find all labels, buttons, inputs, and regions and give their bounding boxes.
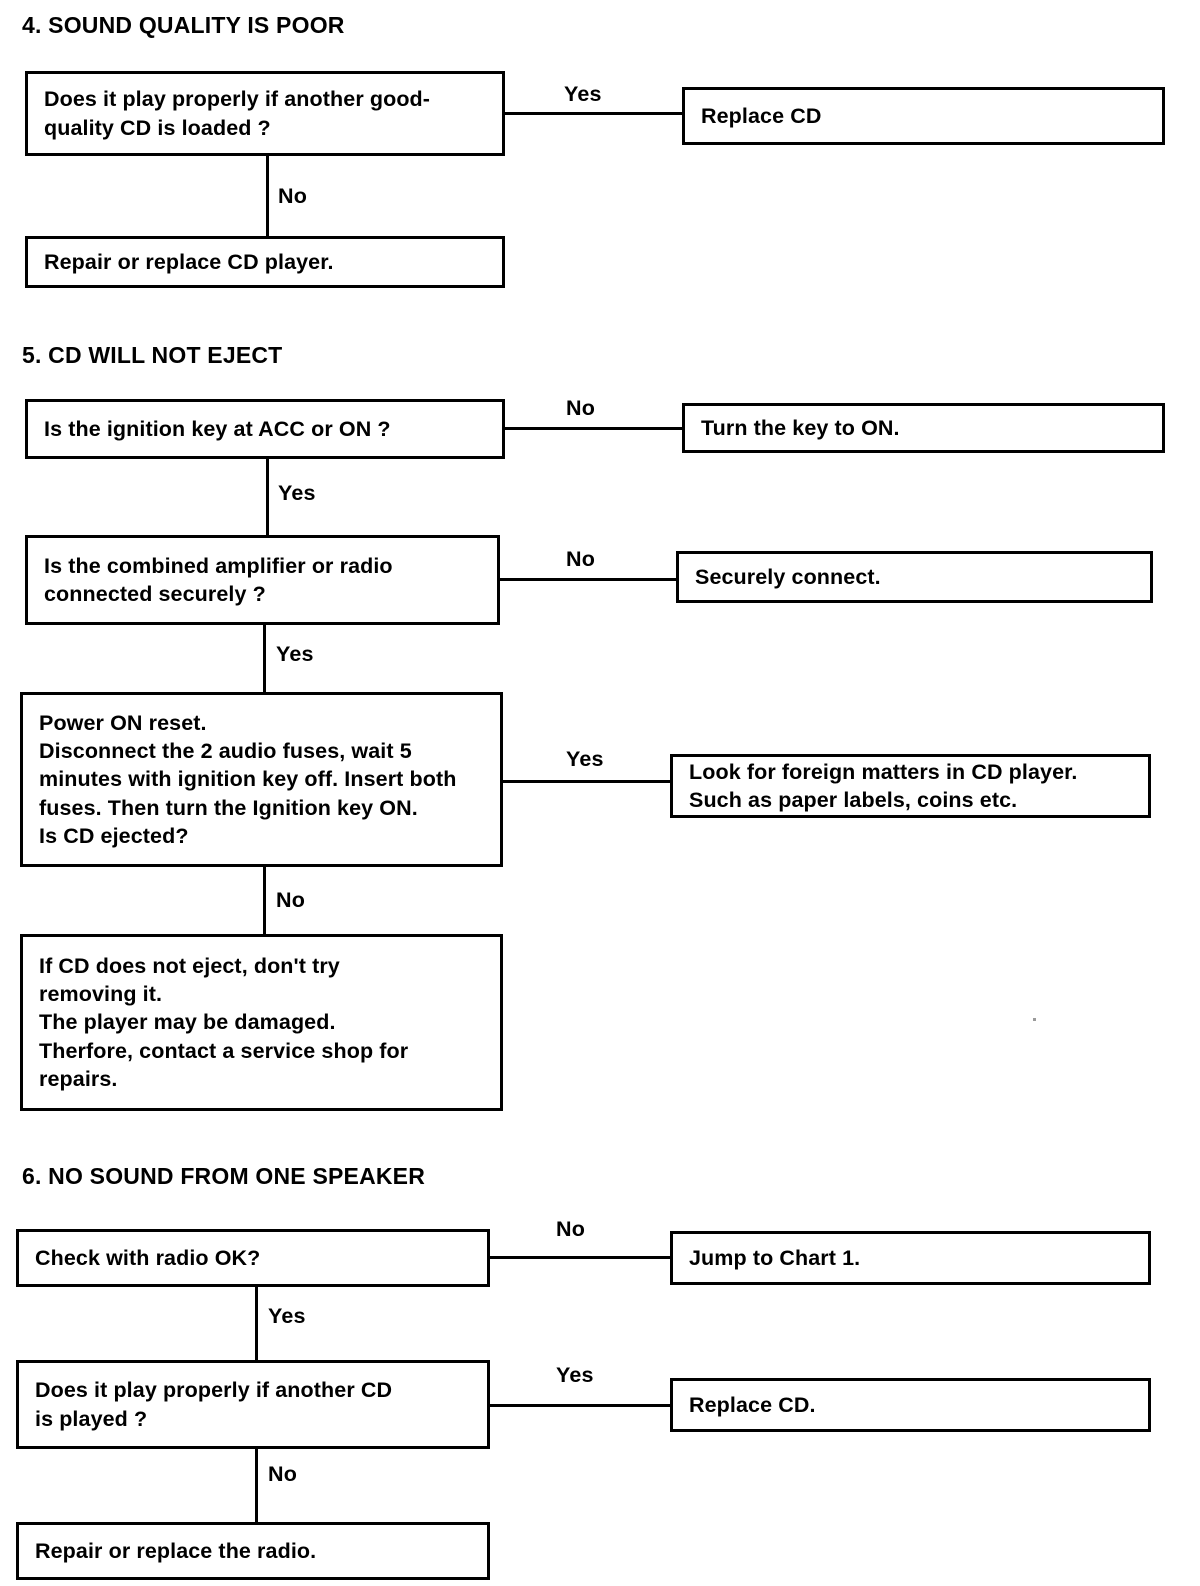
decision-box-check-with-radio: Check with radio OK?	[16, 1229, 490, 1287]
section-title-chart-4: 4. SOUND QUALITY IS POOR	[22, 12, 345, 38]
action-box-text: Turn the key to ON.	[701, 415, 900, 440]
edge-label-chart5-q2-no: No	[566, 547, 596, 571]
connector-chart6-q2-no	[255, 1449, 258, 1522]
action-line-1: If CD does not eject, don't try	[39, 953, 340, 978]
action-line-1: Look for foreign matters in CD player.	[689, 759, 1078, 784]
decision-line-2: is played ?	[35, 1406, 148, 1431]
decision-box-text: Check with radio OK?	[35, 1245, 261, 1270]
action-line-5: repairs.	[39, 1067, 118, 1092]
section-title-chart-6: 6. NO SOUND FROM ONE SPEAKER	[22, 1163, 426, 1189]
decision-box-power-on-reset: Power ON reset. Disconnect the 2 audio f…	[20, 692, 503, 867]
action-box-securely-connect: Securely connect.	[676, 551, 1153, 603]
edge-label-chart5-q3-no: No	[276, 888, 306, 912]
connector-chart5-q2-no	[500, 578, 682, 581]
connector-chart5-q3-no	[263, 867, 266, 935]
action-box-turn-key-on: Turn the key to ON.	[682, 403, 1165, 453]
connector-chart5-q1-no	[505, 427, 682, 430]
connector-chart6-q1-no	[490, 1256, 670, 1259]
edge-label-chart5-q2-yes: Yes	[276, 642, 314, 666]
edge-label-chart5-q1-yes: Yes	[278, 481, 316, 505]
action-line-3: The player may be damaged.	[39, 1010, 336, 1035]
decision-line-3: minutes with ignition key off. Insert bo…	[39, 767, 457, 792]
decision-line-1: Power ON reset.	[39, 710, 207, 735]
action-box-replace-cd-chart4: Replace CD	[682, 87, 1165, 145]
decision-line-1: Is the combined amplifier or radio	[44, 553, 393, 578]
action-line-2: Such as paper labels, coins etc.	[689, 788, 1018, 812]
scan-artifact-speck	[1033, 1018, 1036, 1021]
decision-line-5: Is CD ejected?	[39, 824, 189, 849]
action-box-jump-to-chart-1: Jump to Chart 1.	[670, 1231, 1151, 1285]
action-box-text: Jump to Chart 1.	[689, 1245, 861, 1270]
decision-box-amplifier-radio-connected: Is the combined amplifier or radio conne…	[25, 535, 500, 625]
decision-box-text: Does it play properly if another good- q…	[28, 85, 430, 142]
connector-chart6-q2-yes	[490, 1404, 670, 1407]
decision-line-2: Disconnect the 2 audio fuses, wait 5	[39, 738, 412, 763]
decision-line-1: Does it play properly if another CD	[35, 1378, 393, 1403]
decision-box-text: Power ON reset. Disconnect the 2 audio f…	[23, 709, 456, 851]
connector-chart4-q1-no	[266, 156, 269, 236]
edge-label-chart5-q1-no: No	[566, 396, 596, 420]
connector-chart5-q3-yes	[503, 780, 673, 783]
action-box-text: Securely connect.	[695, 564, 881, 589]
decision-line-1: Does it play properly if another good-	[44, 87, 431, 112]
action-box-text: If CD does not eject, don't try removing…	[23, 952, 408, 1094]
decision-box-ignition-key-acc-on: Is the ignition key at ACC or ON ?	[25, 399, 505, 459]
decision-line-2: quality CD is loaded ?	[44, 115, 271, 140]
action-box-text: Repair or replace the radio.	[35, 1538, 317, 1563]
action-line-2: removing it.	[39, 981, 163, 1006]
section-title-chart-5: 5. CD WILL NOT EJECT	[22, 342, 283, 368]
action-box-text: Replace CD	[701, 103, 822, 128]
connector-chart5-q2-yes	[263, 625, 266, 692]
edge-label-chart6-q1-no: No	[556, 1217, 586, 1241]
decision-box-sound-quality-another-cd: Does it play properly if another good- q…	[25, 71, 505, 156]
action-box-text: Repair or replace CD player.	[44, 249, 334, 274]
decision-box-text: Is the combined amplifier or radio conne…	[28, 552, 393, 609]
connector-chart5-q1-yes	[266, 459, 269, 541]
action-box-repair-replace-cd-player: Repair or replace CD player.	[25, 236, 505, 288]
edge-label-chart6-q2-no: No	[268, 1462, 298, 1486]
decision-box-text: Is the ignition key at ACC or ON ?	[44, 416, 391, 441]
connector-chart4-q1-yes	[505, 112, 682, 115]
action-box-repair-replace-radio: Repair or replace the radio.	[16, 1522, 490, 1580]
connector-chart6-q1-yes	[255, 1287, 258, 1367]
edge-label-chart4-q1-yes: Yes	[564, 82, 602, 106]
action-box-replace-cd-chart6: Replace CD.	[670, 1378, 1151, 1432]
decision-box-text: Does it play properly if another CD is p…	[19, 1376, 392, 1433]
decision-line-2: connected securely ?	[44, 582, 266, 606]
edge-label-chart4-q1-no: No	[278, 184, 308, 208]
action-box-text: Look for foreign matters in CD player. S…	[673, 758, 1077, 815]
edge-label-chart6-q2-yes: Yes	[556, 1363, 594, 1387]
decision-line-4: fuses. Then turn the Ignition key ON.	[39, 795, 418, 820]
edge-label-chart5-q3-yes: Yes	[566, 747, 604, 771]
action-box-look-for-foreign-matters: Look for foreign matters in CD player. S…	[670, 754, 1151, 818]
edge-label-chart6-q1-yes: Yes	[268, 1304, 306, 1328]
action-box-text: Replace CD.	[689, 1392, 816, 1417]
action-line-4: Therfore, contact a service shop for	[39, 1038, 409, 1063]
decision-box-another-cd-played: Does it play properly if another CD is p…	[16, 1360, 490, 1449]
action-box-cd-does-not-eject-warning: If CD does not eject, don't try removing…	[20, 934, 503, 1111]
